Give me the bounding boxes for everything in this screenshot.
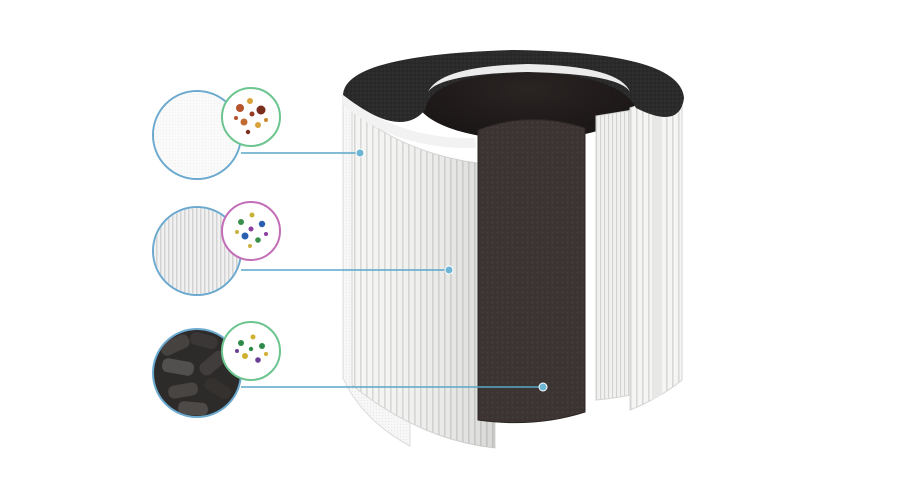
callout-lines xyxy=(241,148,548,392)
top-lip xyxy=(343,95,476,149)
right-edge xyxy=(652,112,662,400)
hepa-shading xyxy=(352,110,495,448)
coarse-particles xyxy=(234,98,268,135)
inner-rim xyxy=(428,64,630,92)
carbon-filter-callout xyxy=(152,321,281,418)
carbon-filter-layer xyxy=(477,118,586,424)
callout-dot-pre-filter xyxy=(355,148,365,158)
callout-dot-carbon xyxy=(538,382,548,392)
coarse-particles-icon xyxy=(221,87,281,147)
hepa-filter-callout xyxy=(152,201,281,296)
fine-particles xyxy=(235,212,268,248)
filter-cylinder xyxy=(342,50,684,449)
pre-filter-callout xyxy=(152,87,281,180)
foam-seal-ring xyxy=(343,50,684,122)
gas-molecules xyxy=(235,334,268,363)
callout-dot-hepa xyxy=(444,265,454,275)
carbon-pellets xyxy=(160,331,231,416)
